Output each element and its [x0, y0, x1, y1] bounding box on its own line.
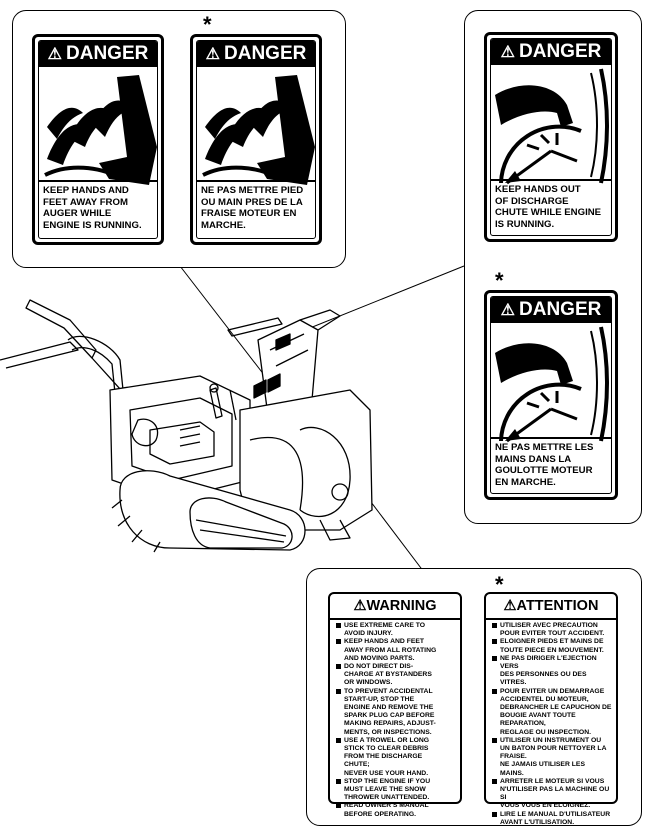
label-header: DANGER [519, 41, 602, 62]
warning-label-fr: ⚠ATTENTION UTILISER AVEC PRECAUTION POUR… [484, 592, 618, 826]
danger-label-chute-en: ⚠DANGER KEEP HANDS OUT OF DISCHARGE CHUT… [484, 32, 618, 242]
danger-label-auger-fr: ⚠DANGER NE PAS METTRE PIED OU MAIN PRES … [190, 34, 322, 245]
label-header: WARNING [366, 598, 437, 614]
warning-triangle-icon: ⚠ [500, 44, 515, 61]
label-header: ATTENTION [516, 598, 599, 614]
label-header: DANGER [519, 299, 602, 320]
warning-list-item: STOP THE ENGINE IF YOU MUST LEAVE THE SN… [336, 778, 456, 803]
label-text: KEEP HANDS OUT OF DISCHARGE CHUTE WHILE … [491, 179, 611, 235]
warning-list-item: READ OWNER'S MANUAL BEFORE OPERATING. [336, 802, 456, 818]
danger-label-auger-en: ⚠DANGER KEEP HANDS AND FEET AWAY FROM AU… [32, 34, 164, 245]
warning-list-item: KEEP HANDS AND FEET AWAY FROM ALL ROTATI… [336, 638, 456, 663]
warning-list-item: TO PREVENT ACCIDENTAL START-UP, STOP THE… [336, 688, 456, 737]
chute-hazard-pictogram [491, 65, 611, 187]
label-header: DANGER [224, 43, 307, 64]
warning-list-item: LIRE LE MANUAL D'UTILISATEUR AVANT L'UTI… [492, 811, 612, 827]
label-header: DANGER [66, 43, 149, 64]
warning-triangle-icon: ⚠ [503, 598, 517, 614]
auger-hazard-pictogram [197, 67, 315, 187]
french-label-asterisk: * [495, 572, 504, 597]
warning-list: UTILISER AVEC PRECAUTION POUR EVITER TOU… [492, 622, 612, 827]
warning-triangle-icon: ⚠ [205, 46, 220, 63]
french-label-asterisk: * [203, 12, 212, 37]
label-text: KEEP HANDS AND FEET AWAY FROM AUGER WHIL… [39, 180, 157, 238]
warning-list-item: ARRETER LE MOTEUR SI VOUS N'UTILISER PAS… [492, 778, 612, 811]
warning-triangle-icon: ⚠ [500, 302, 515, 319]
warning-list-item: NE PAS DIRIGER L'EJECTION VERS DES PERSO… [492, 655, 612, 688]
auger-hazard-pictogram [39, 67, 157, 187]
warning-list-item: DO NOT DIRECT DIS- CHARGE AT BYSTANDERS … [336, 663, 456, 688]
warning-list-item: POUR EVITER UN DEMARRAGE ACCIDENTEL DU M… [492, 688, 612, 737]
label-text: NE PAS METTRE PIED OU MAIN PRES DE LA FR… [197, 180, 315, 238]
warning-list-item: USE EXTREME CARE TO AVOID INJURY. [336, 622, 456, 638]
snow-thrower-illustration [0, 299, 373, 553]
chute-hazard-pictogram [491, 323, 611, 445]
warning-triangle-icon: ⚠ [353, 598, 367, 614]
warning-list-item: UTILISER UN INSTRUMENT OU UN BATON POUR … [492, 737, 612, 778]
warning-list-item: USE A TROWEL OR LONG STICK TO CLEAR DEBR… [336, 737, 456, 778]
label-text: NE PAS METTRE LES MAINS DANS LA GOULOTTE… [491, 437, 611, 493]
french-label-asterisk: * [495, 268, 504, 293]
danger-label-chute-fr: ⚠DANGER NE PAS METTRE LES MAINS DANS LA … [484, 290, 618, 500]
warning-list: USE EXTREME CARE TO AVOID INJURY.KEEP HA… [336, 622, 456, 819]
warning-list-item: UTILISER AVEC PRECAUTION POUR EVITER TOU… [492, 622, 612, 638]
warning-label-en: ⚠WARNING USE EXTREME CARE TO AVOID INJUR… [328, 592, 462, 818]
warning-list-item: ELOIGNER PIEDS ET MAINS DE TOUTE PIECE E… [492, 638, 612, 654]
warning-triangle-icon: ⚠ [47, 46, 62, 63]
